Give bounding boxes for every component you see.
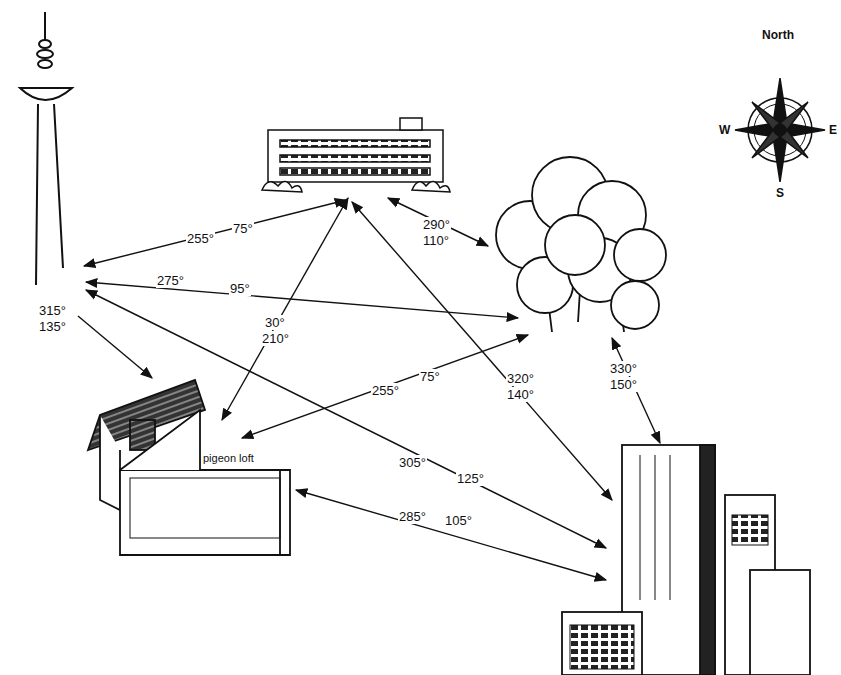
place-name: pigeon loft — [201, 452, 256, 464]
city-buildings — [562, 445, 810, 675]
bearing-label: 105° — [444, 513, 473, 528]
bearing-label: 330° — [609, 361, 638, 376]
bearing-label: 150° — [609, 377, 638, 392]
bearing-arrows — [78, 198, 660, 580]
bearing-label: 285° — [398, 509, 427, 524]
compass-label: S — [775, 186, 785, 201]
bearing-label: 210° — [261, 331, 290, 346]
bearing-label: 75° — [232, 221, 254, 236]
bearing-label: 140° — [506, 387, 535, 402]
bearing-label: 125° — [456, 471, 485, 486]
trees — [496, 157, 666, 332]
bearing-label: 135° — [38, 319, 67, 334]
bearing-label: 305° — [398, 455, 427, 470]
bearing-label: 315° — [38, 303, 67, 318]
compass-label: W — [718, 123, 731, 138]
tv-tower — [20, 12, 72, 285]
bearing-label: 255° — [371, 383, 400, 398]
compass-rose — [735, 78, 825, 182]
bearing-label: 255° — [186, 231, 215, 246]
bearing-label: 75° — [419, 369, 441, 384]
pigeon-loft-house — [88, 380, 290, 555]
bearing-label: 30° — [264, 315, 286, 330]
bearing-label: 275° — [156, 273, 185, 288]
office-building — [262, 118, 450, 192]
bearing-label: 110° — [422, 233, 450, 248]
bearing-label: 290° — [422, 217, 451, 232]
pigeon-loft: pigeon loft — [201, 452, 256, 464]
compass-label: North — [761, 28, 795, 43]
bearing-label: 320° — [506, 371, 535, 386]
bearing-label: 95° — [229, 281, 251, 296]
compass-label: E — [828, 123, 838, 138]
